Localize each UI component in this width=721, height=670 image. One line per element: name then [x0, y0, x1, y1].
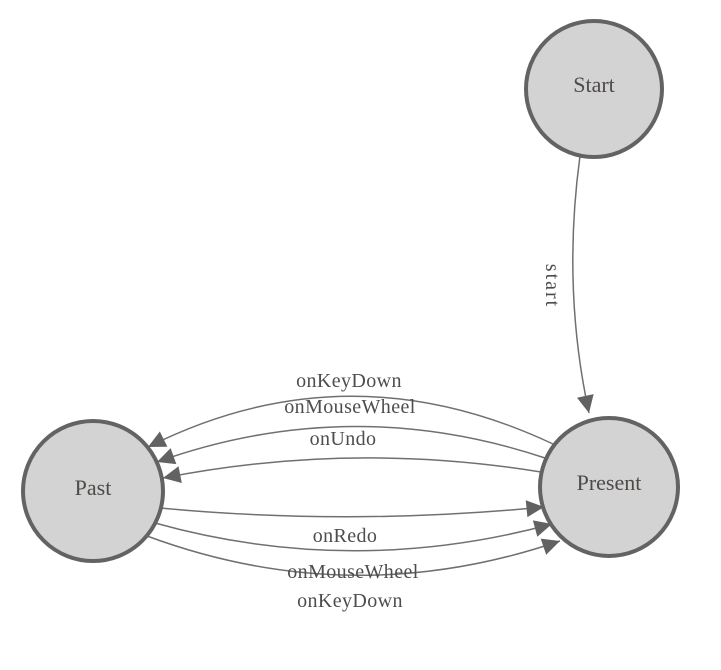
- edge-label-onmousewheel-bottom: onMouseWheel: [287, 561, 418, 583]
- state-node-present[interactable]: Present: [538, 416, 680, 558]
- edge-group: [146, 155, 594, 577]
- state-label-past: Past: [75, 475, 112, 500]
- edge-label-onmousewheel-top: onMouseWheel: [284, 396, 415, 418]
- state-label-present: Present: [577, 470, 642, 495]
- edge-label-group: start onKeyDown onMouseWheel onUndo onRe…: [284, 264, 563, 612]
- state-circle-start[interactable]: [524, 19, 664, 159]
- state-node-past[interactable]: Past: [21, 419, 165, 563]
- edge-label-onundo: onUndo: [310, 428, 377, 450]
- edge-start-to-present: [572, 155, 594, 414]
- state-circle-present[interactable]: [538, 416, 680, 558]
- node-group: Start Present Past: [21, 19, 680, 563]
- edge-label-onkeydown-top: onKeyDown: [296, 370, 402, 392]
- state-node-start[interactable]: Start: [524, 19, 664, 159]
- state-label-start: Start: [573, 72, 615, 97]
- edge-label-start: start: [541, 264, 563, 308]
- edge-label-onredo: onRedo: [313, 525, 378, 547]
- edge-label-onkeydown-bottom: onKeyDown: [297, 590, 403, 612]
- edge-past-to-present-onredo: [159, 500, 545, 518]
- edge-past-to-present-onmousewheel: [154, 520, 553, 552]
- edge-past-to-present-onkeydown: [146, 535, 561, 577]
- edge-present-to-past-onundo: [162, 457, 542, 483]
- state-circle-past[interactable]: [21, 419, 165, 563]
- edge-present-to-past-onkeydown: [147, 395, 554, 448]
- edge-present-to-past-onmousewheel: [156, 425, 546, 465]
